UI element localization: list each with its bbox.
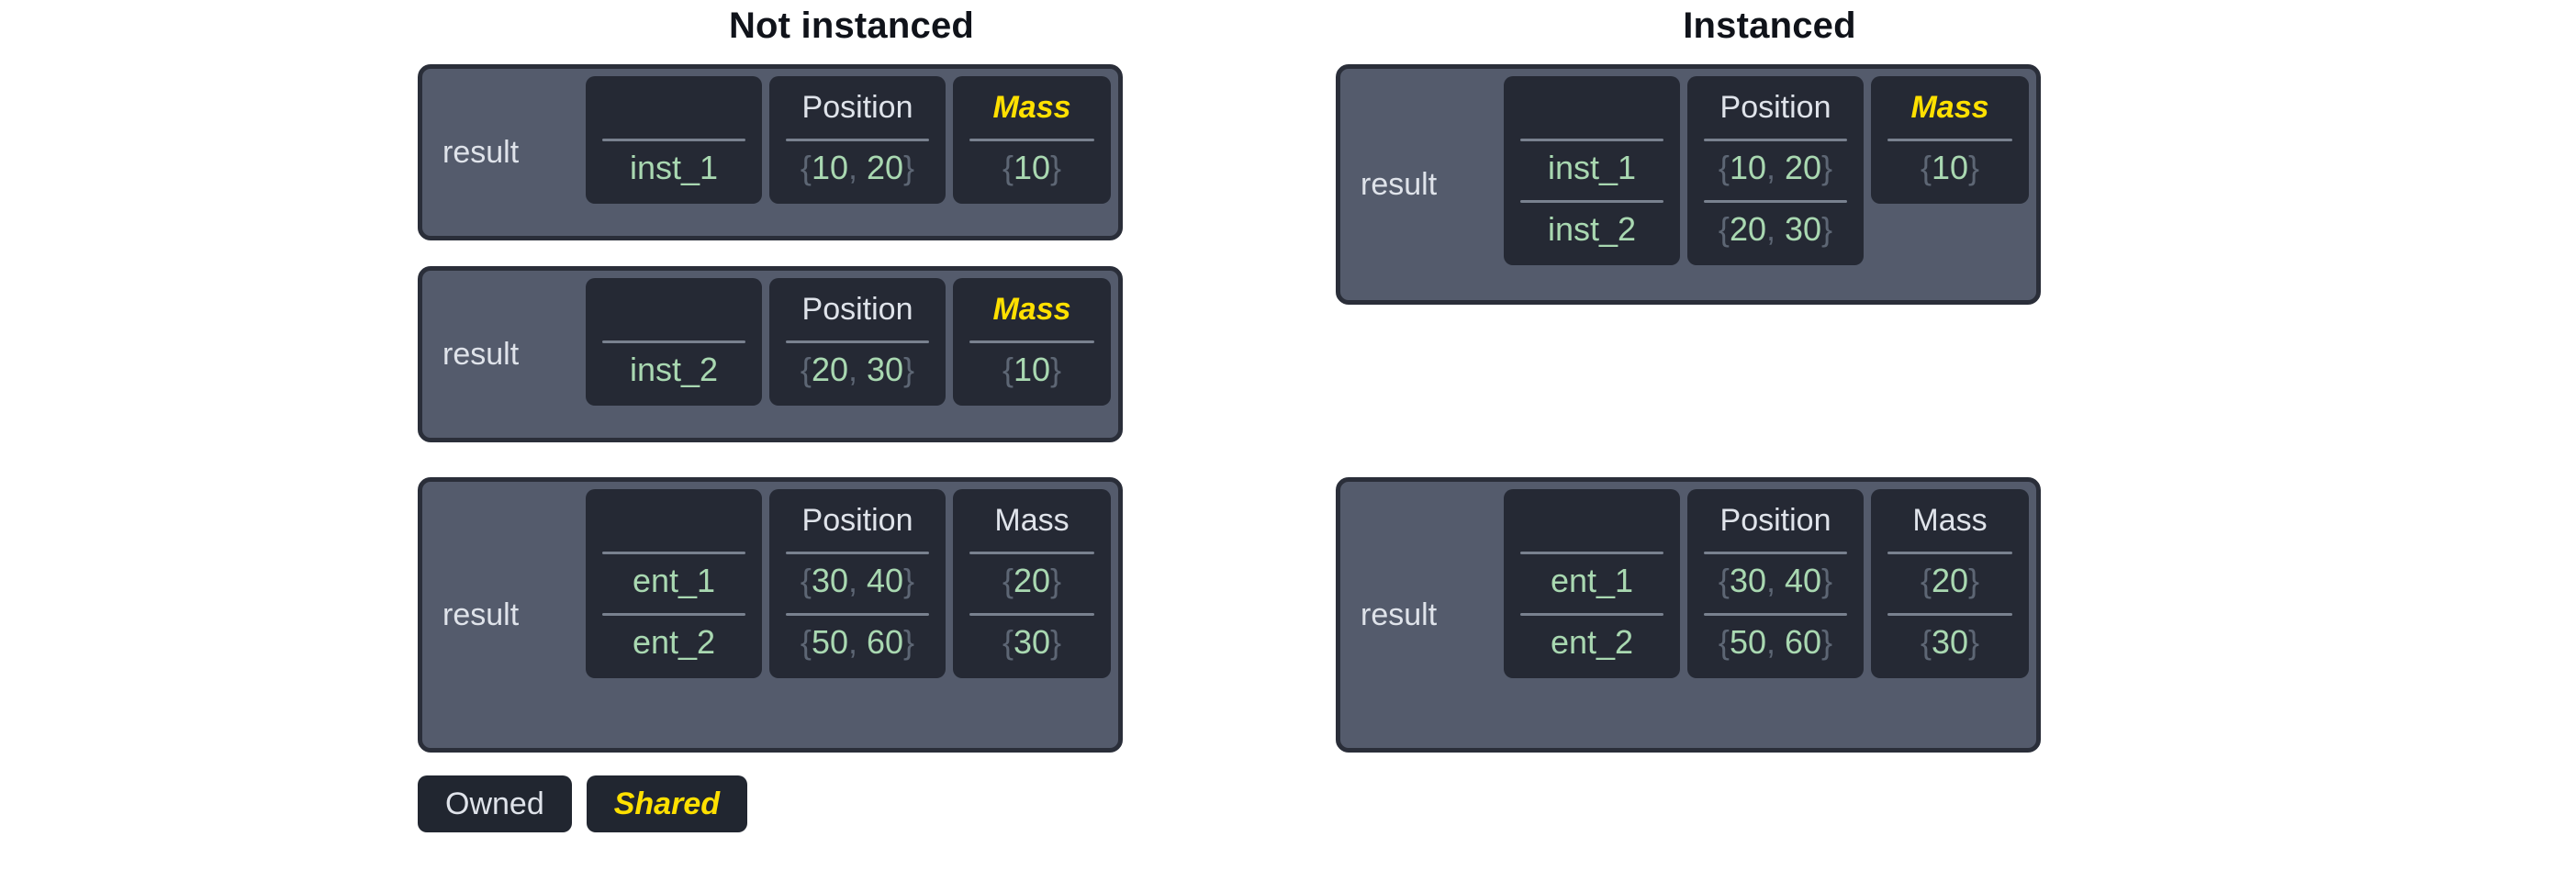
panel-label: result <box>1361 166 1438 202</box>
component-value-cell: {30} <box>1920 623 1980 661</box>
component-column: Position {20, 30} <box>769 278 946 406</box>
component-column: Position {10, 20} {20, 30} <box>1687 76 1864 265</box>
component-column: inst_1 inst_2 <box>1504 76 1680 265</box>
row-divider <box>1704 200 1847 203</box>
row-divider <box>1520 613 1663 616</box>
component-column: Position {30, 40} {50, 60} <box>1687 489 1864 678</box>
component-column: inst_2 <box>586 278 762 406</box>
legend-chip-owned: Owned <box>418 775 572 832</box>
component-column-header: Mass <box>992 90 1071 125</box>
panel-label: result <box>442 134 520 170</box>
panel-label: result <box>442 336 520 372</box>
component-value-cell: {20} <box>1920 562 1980 599</box>
component-value-cell: {10} <box>1002 351 1062 388</box>
component-value-cell: ent_2 <box>632 623 716 661</box>
component-column: Mass {20} {30} <box>1871 489 2029 678</box>
row-divider <box>969 139 1094 141</box>
component-column: inst_1 <box>586 76 762 204</box>
column-title-instanced: Instanced <box>1683 6 1856 46</box>
component-column-header <box>586 82 762 133</box>
component-value-cell: {20, 30} <box>1718 210 1833 248</box>
component-value-cell: {30} <box>1002 623 1062 661</box>
component-value-cell: {10, 20} <box>800 149 915 186</box>
row-divider <box>602 552 745 554</box>
row-divider <box>1704 613 1847 616</box>
component-column: Position {30, 40} {50, 60} <box>769 489 946 678</box>
row-divider <box>969 340 1094 343</box>
component-column: Mass {20} {30} <box>953 489 1111 678</box>
entity-panel: result inst_1 Position {10, 20} Mass {10} <box>418 64 1123 240</box>
legend-chip-shared: Shared <box>586 775 747 832</box>
row-divider <box>969 552 1094 554</box>
component-value-cell: inst_2 <box>1547 210 1637 248</box>
entity-panel: result inst_1 inst_2 Position {10, 20} {20, … <box>1336 64 2041 305</box>
entity-panel: result ent_1 ent_2 Position {30, 40} {50, 60… <box>418 477 1123 753</box>
row-divider <box>786 613 929 616</box>
row-divider <box>1887 613 2012 616</box>
component-column: Position {10, 20} <box>769 76 946 204</box>
component-column: Mass {10} <box>1871 76 2029 204</box>
component-value-cell: ent_2 <box>1550 623 1634 661</box>
column-title-not-instanced: Not instanced <box>728 6 975 46</box>
row-divider <box>1887 552 2012 554</box>
component-column-header <box>586 495 762 546</box>
component-value-cell: {10} <box>1920 149 1980 186</box>
component-column-header: Mass <box>992 292 1071 327</box>
component-column-header: Position <box>1719 90 1831 125</box>
component-value-cell: {20} <box>1002 562 1062 599</box>
row-divider <box>602 139 745 141</box>
component-value-cell: {30, 40} <box>800 562 915 599</box>
component-value-cell: {10} <box>1002 149 1062 186</box>
row-divider <box>786 340 929 343</box>
component-column-header <box>1504 495 1680 546</box>
component-column-header: Position <box>1719 503 1831 538</box>
legend: Owned Shared <box>418 775 747 832</box>
entity-panel: result ent_1 ent_2 Position {30, 40} {50, 60… <box>1336 477 2041 753</box>
component-value-cell: {10, 20} <box>1718 149 1833 186</box>
component-column-header: Mass <box>1910 90 1989 125</box>
panel-label: result <box>1361 597 1438 632</box>
component-column-header: Position <box>801 292 913 327</box>
row-divider <box>786 139 929 141</box>
component-value-cell: {30, 40} <box>1718 562 1833 599</box>
component-column-header: Mass <box>1912 503 1988 538</box>
component-column: Mass {10} <box>953 278 1111 406</box>
component-table: ent_1 ent_2 Position {30, 40} {50, 60} Mass {2… <box>1504 489 2029 741</box>
component-column-header: Mass <box>994 503 1070 538</box>
component-table: inst_2 Position {20, 30} Mass {10} <box>586 278 1111 430</box>
component-value-cell: {50, 60} <box>1718 623 1833 661</box>
component-table: ent_1 ent_2 Position {30, 40} {50, 60} Mass {2… <box>586 489 1111 741</box>
component-column-header: Position <box>801 90 913 125</box>
row-divider <box>1704 139 1847 141</box>
component-value-cell: inst_2 <box>629 351 719 388</box>
component-column: Mass {10} <box>953 76 1111 204</box>
component-value-cell: {50, 60} <box>800 623 915 661</box>
row-divider <box>1520 139 1663 141</box>
component-column: ent_1 ent_2 <box>586 489 762 678</box>
component-column-header <box>1504 82 1680 133</box>
component-value-cell: inst_1 <box>629 149 719 186</box>
row-divider <box>1520 552 1663 554</box>
row-divider <box>1520 200 1663 203</box>
component-table: inst_1 inst_2 Position {10, 20} {20, 30} Mass… <box>1504 76 2029 293</box>
component-column-header <box>586 284 762 335</box>
component-value-cell: inst_1 <box>1547 149 1637 186</box>
row-divider <box>1887 139 2012 141</box>
component-column: ent_1 ent_2 <box>1504 489 1680 678</box>
row-divider <box>786 552 929 554</box>
row-divider <box>1704 552 1847 554</box>
row-divider <box>969 613 1094 616</box>
panel-label: result <box>442 597 520 632</box>
row-divider <box>602 340 745 343</box>
entity-panel: result inst_2 Position {20, 30} Mass {10} <box>418 266 1123 442</box>
row-divider <box>602 613 745 616</box>
component-column-header: Position <box>801 503 913 538</box>
component-value-cell: {20, 30} <box>800 351 915 388</box>
component-value-cell: ent_1 <box>1550 562 1634 599</box>
component-value-cell: ent_1 <box>632 562 716 599</box>
component-table: inst_1 Position {10, 20} Mass {10} <box>586 76 1111 229</box>
